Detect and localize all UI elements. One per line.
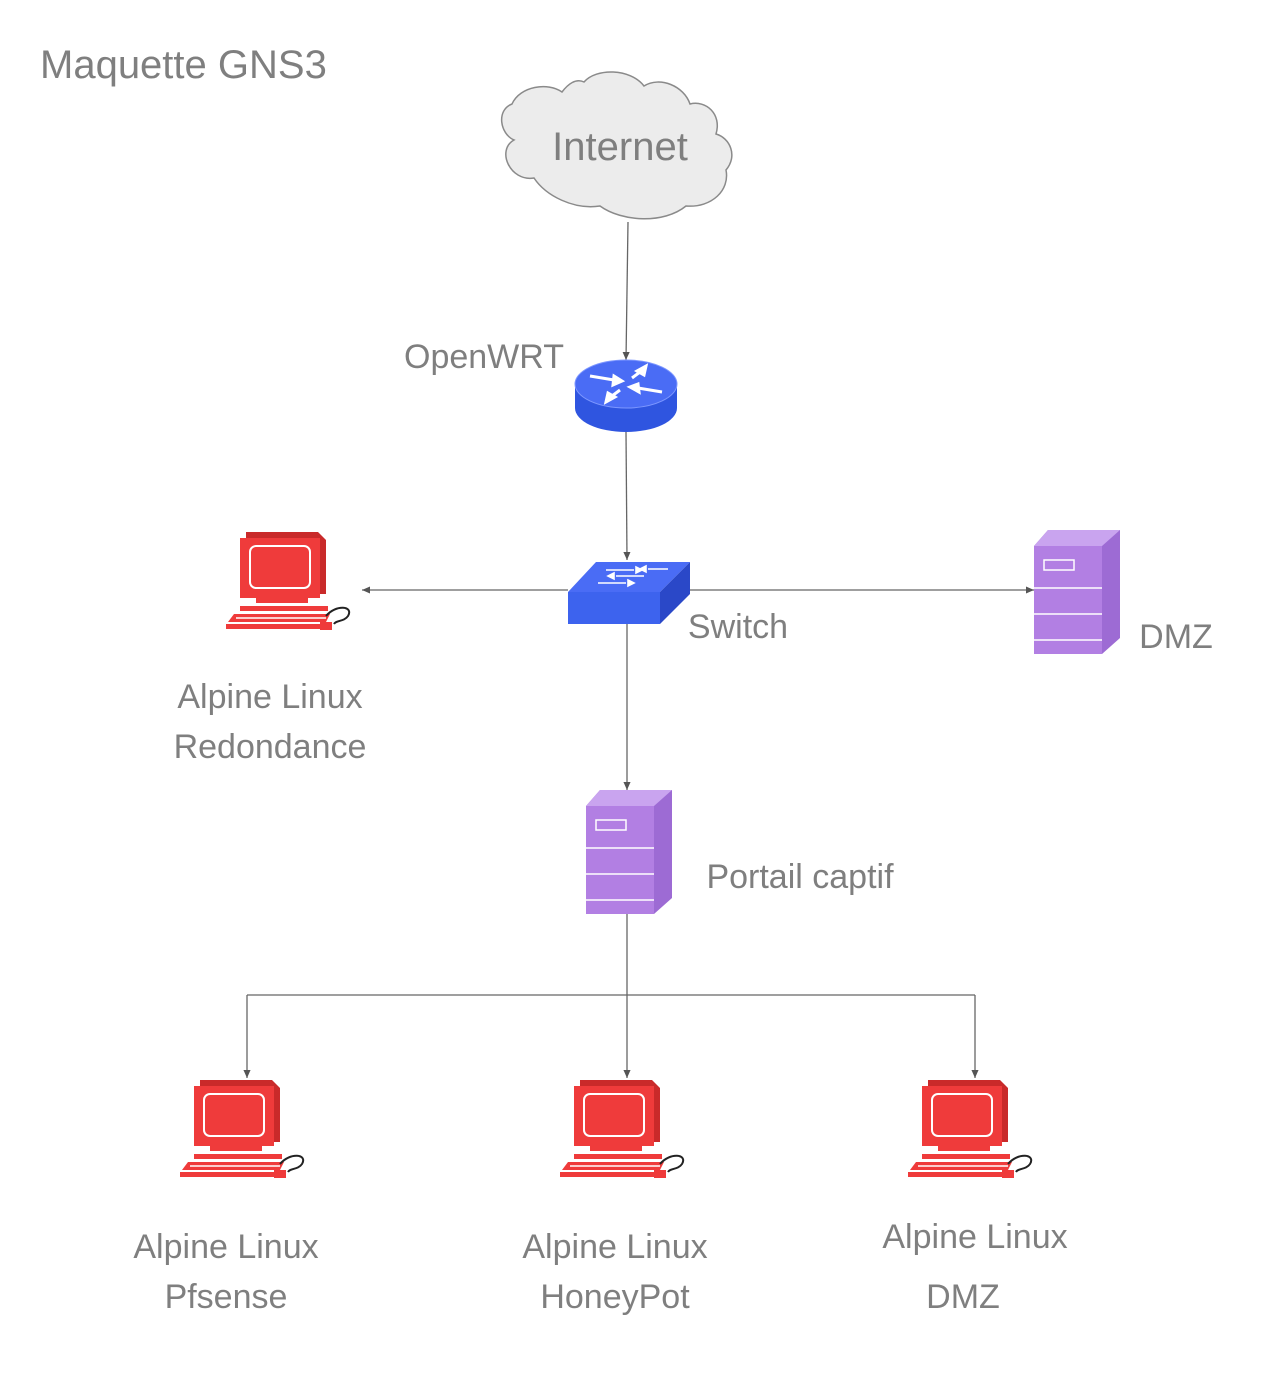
computer-icon bbox=[908, 1080, 1033, 1179]
server-icon bbox=[1034, 530, 1120, 654]
dmz-server-label: DMZ bbox=[1139, 618, 1213, 656]
honeypot-label-line2: HoneyPot bbox=[540, 1278, 690, 1316]
pfsense-node[interactable]: Alpine Linux Pfsense bbox=[133, 1080, 319, 1316]
pfsense-label-line2: Pfsense bbox=[165, 1278, 288, 1316]
diagram-title: Maquette GNS3 bbox=[40, 43, 327, 87]
edges bbox=[243, 221, 1034, 1078]
edge-openwrt-switch bbox=[623, 431, 631, 561]
honeypot-node[interactable]: Alpine Linux HoneyPot bbox=[522, 1080, 708, 1316]
openwrt-node[interactable]: OpenWRT bbox=[404, 338, 678, 432]
redondance-node[interactable]: Alpine Linux Redondance bbox=[174, 532, 367, 766]
edge-internet-openwrt bbox=[622, 221, 630, 361]
dmz-pc-label-line1: Alpine Linux bbox=[882, 1218, 1067, 1256]
pfsense-label-line1: Alpine Linux bbox=[133, 1228, 318, 1266]
internet-label: Internet bbox=[552, 125, 688, 169]
honeypot-label-line1: Alpine Linux bbox=[522, 1228, 707, 1266]
internet-node[interactable]: Internet bbox=[501, 71, 733, 220]
dmz-pc-label-line2: DMZ bbox=[926, 1278, 1000, 1316]
switch-node[interactable]: Switch bbox=[568, 562, 788, 646]
router-icon bbox=[574, 359, 678, 432]
dmz-pc-node[interactable]: Alpine Linux DMZ bbox=[882, 1080, 1068, 1316]
openwrt-label: OpenWRT bbox=[404, 338, 564, 376]
cloud-icon bbox=[501, 71, 733, 220]
computer-icon bbox=[226, 532, 351, 631]
switch-label: Switch bbox=[688, 608, 788, 646]
redondance-label-line1: Alpine Linux bbox=[177, 678, 362, 716]
portail-label: Portail captif bbox=[706, 858, 894, 896]
computer-icon bbox=[560, 1080, 685, 1179]
dmz-server-node[interactable]: DMZ bbox=[1034, 530, 1213, 656]
redondance-label-line2: Redondance bbox=[174, 728, 367, 766]
portail-node[interactable]: Portail captif bbox=[586, 790, 894, 914]
server-icon bbox=[586, 790, 672, 914]
computer-icon bbox=[180, 1080, 305, 1179]
switch-icon bbox=[568, 562, 690, 624]
